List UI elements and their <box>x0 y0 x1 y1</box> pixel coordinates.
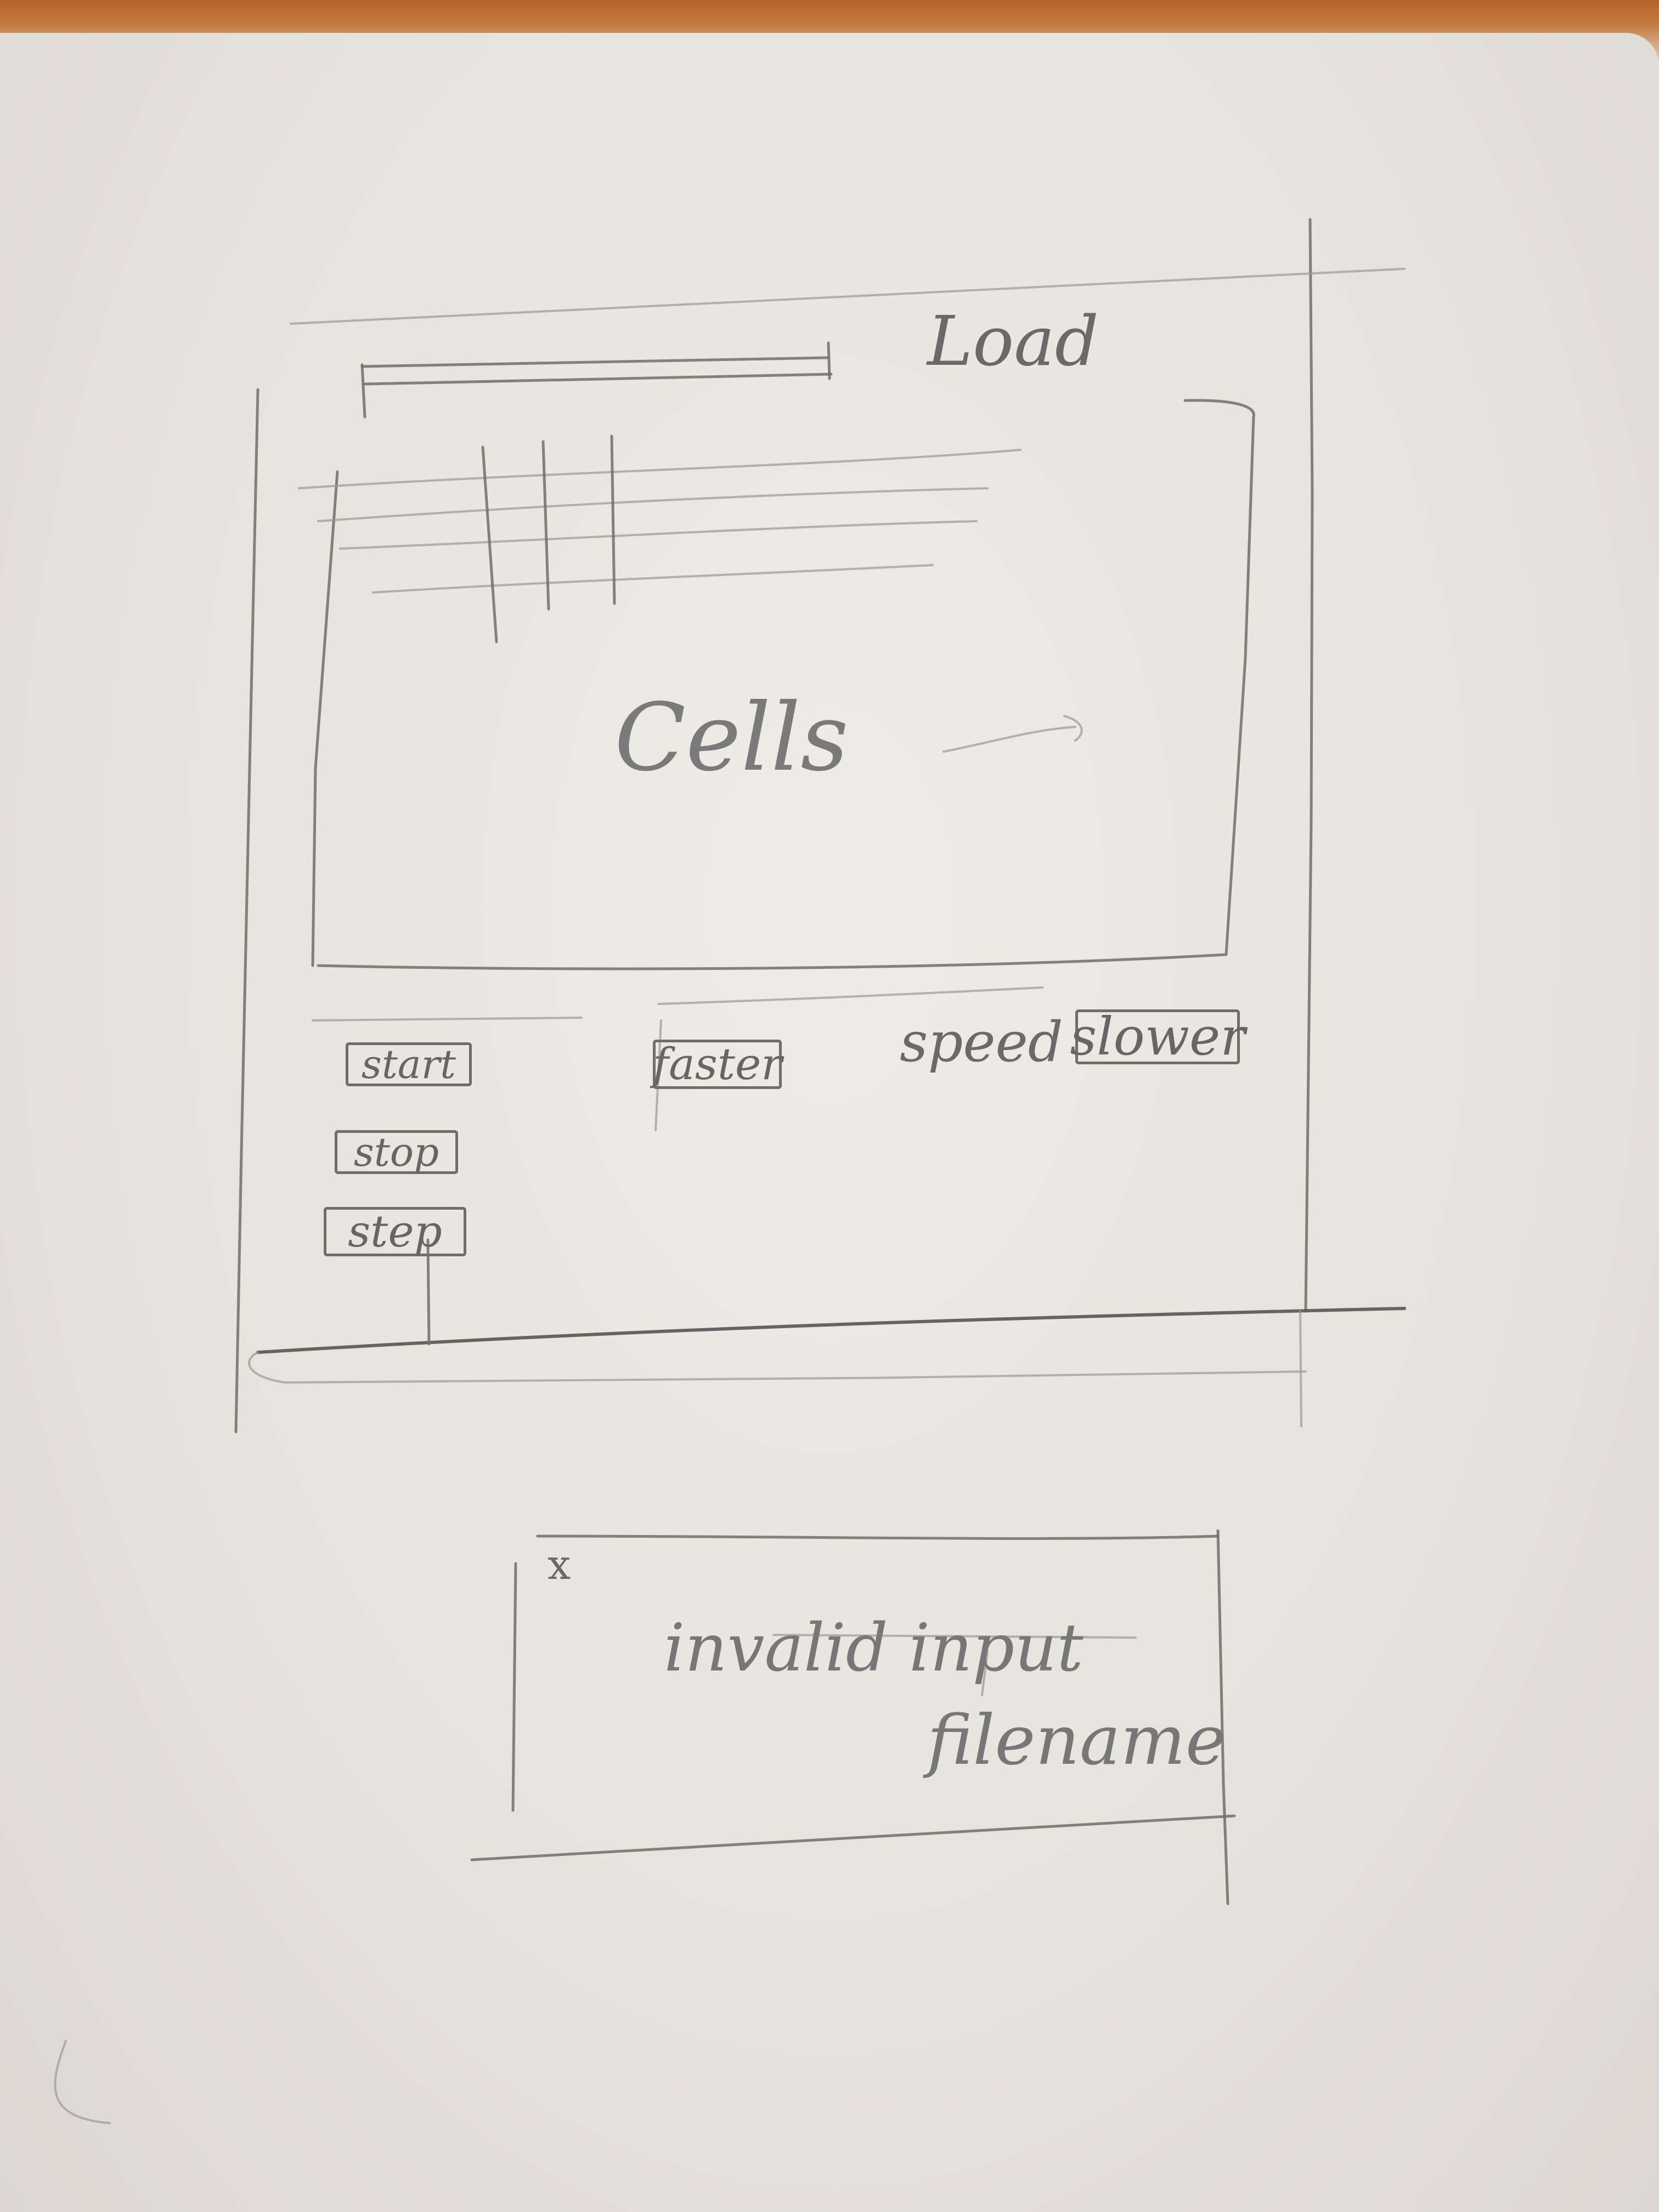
speed-row-line <box>657 986 1043 1005</box>
load-button[interactable]: Load <box>927 302 1099 381</box>
start-button[interactable]: start <box>346 1042 472 1086</box>
stray-mark <box>54 2040 111 2124</box>
error-message-line1: invalid input <box>664 1610 1084 1686</box>
step-tick <box>426 1238 431 1346</box>
speed-label: speed <box>900 1010 1063 1074</box>
stop-button[interactable]: stop <box>335 1130 458 1174</box>
cells-label: Cells <box>614 684 849 792</box>
dialog-close-button[interactable]: x <box>548 1541 571 1589</box>
error-dialog-frame <box>470 1529 1236 1905</box>
slower-button[interactable]: slower <box>1070 1006 1245 1067</box>
step-button[interactable]: step <box>324 1207 466 1256</box>
filename-input[interactable] <box>360 341 833 419</box>
main-window-frame <box>234 218 1406 1434</box>
cells-grid-frame <box>298 399 1255 970</box>
error-message-line2: filename <box>927 1701 1226 1780</box>
faster-button[interactable]: faster <box>652 1039 782 1090</box>
paper-sheet <box>0 33 1659 2212</box>
control-panel-divider <box>312 1017 583 1022</box>
faster-tick <box>654 1019 662 1131</box>
